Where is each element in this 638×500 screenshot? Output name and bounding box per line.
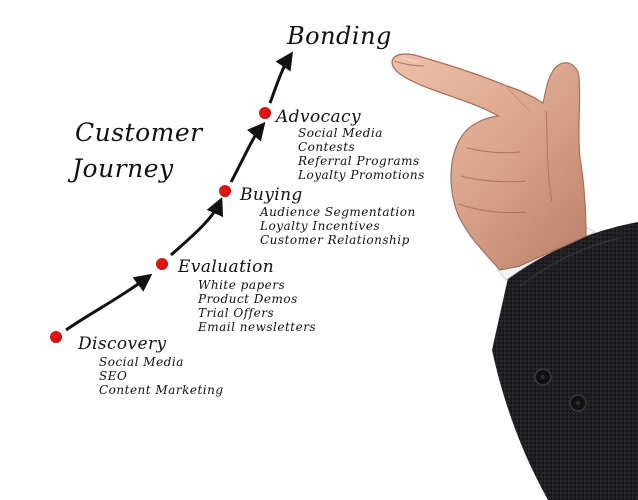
goal-label: Bonding	[287, 22, 392, 50]
stage-item-buying-2: Loyalty Incentives	[260, 219, 381, 233]
stage-item-advocacy-4: Loyalty Promotions	[298, 168, 425, 182]
arrow-buying-to-advocacy	[229, 121, 266, 183]
stage-item-evaluation-1: White papers	[198, 278, 286, 292]
title-line-1: Customer	[75, 118, 203, 147]
stage-item-advocacy-2: Contests	[298, 140, 356, 154]
suit-sleeve	[492, 222, 638, 500]
arrow-discovery-to-evaluation	[65, 273, 153, 332]
stage-item-evaluation-3: Trial Offers	[198, 306, 275, 320]
stage-item-buying-3: Customer Relationship	[260, 233, 410, 247]
stage-item-advocacy-3: Referral Programs	[298, 154, 420, 168]
arrow-evaluation-to-buying	[169, 197, 224, 257]
arrow-advocacy-to-bonding	[268, 51, 293, 104]
stage-marker-discovery	[50, 331, 62, 343]
stage-marker-evaluation	[156, 258, 168, 270]
stage-item-discovery-3: Content Marketing	[99, 383, 224, 397]
stage-item-evaluation-2: Product Demos	[198, 292, 298, 306]
stage-item-discovery-1: Social Media	[99, 355, 184, 369]
stage-label-discovery: Discovery	[78, 334, 167, 354]
stage-item-evaluation-4: Email newsletters	[198, 320, 317, 334]
stage-marker-buying	[219, 185, 231, 197]
stage-marker-advocacy	[259, 107, 271, 119]
pointing-hand-icon	[391, 53, 587, 271]
stage-label-evaluation: Evaluation	[178, 257, 275, 277]
title-line-2: Journey	[72, 154, 174, 183]
stage-item-discovery-2: SEO	[99, 369, 128, 383]
stage-item-advocacy-1: Social Media	[298, 126, 383, 140]
stage-item-buying-1: Audience Segmentation	[260, 205, 416, 219]
stage-label-advocacy: Advocacy	[276, 107, 361, 127]
stage-label-buying: Buying	[240, 185, 303, 205]
